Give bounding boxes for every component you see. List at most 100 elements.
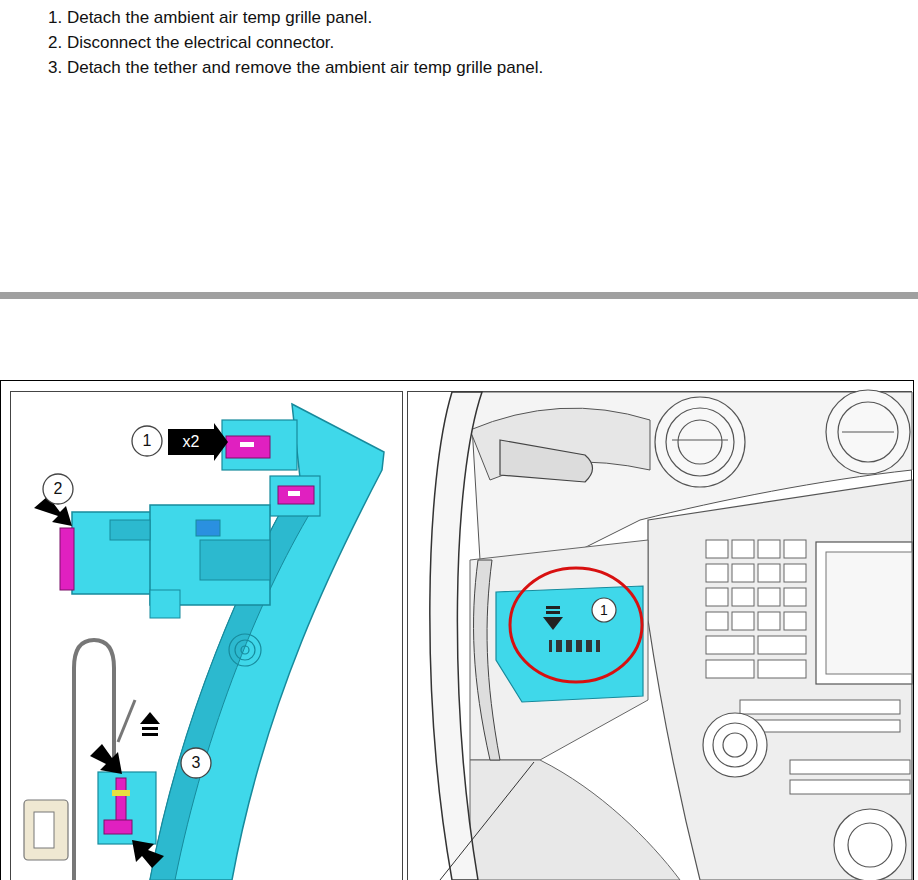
dashboard-view xyxy=(826,552,912,674)
air-vent xyxy=(678,420,722,464)
separator-rule xyxy=(0,292,918,299)
dashboard-view xyxy=(592,598,616,622)
air-vent xyxy=(826,390,910,474)
striped-arrow xyxy=(140,712,160,724)
dashboard-view xyxy=(816,542,912,684)
dashboard-view xyxy=(500,440,593,482)
dashboard-view xyxy=(440,762,534,880)
button-grid xyxy=(784,588,806,606)
direction-arrow xyxy=(90,744,122,774)
dashboard-view xyxy=(648,480,912,880)
control-knob xyxy=(713,723,757,767)
button-grid xyxy=(706,612,728,630)
grille-panel-detail xyxy=(200,540,270,580)
striped-arrow xyxy=(543,606,563,630)
panel-marking xyxy=(556,640,562,652)
figure-frame xyxy=(1,381,914,880)
grille-panel-detail xyxy=(150,590,180,618)
panel-marking xyxy=(576,640,582,652)
air-vent xyxy=(655,397,745,487)
button-grid xyxy=(732,588,754,606)
callout-number: 3 xyxy=(192,754,201,772)
button-grid xyxy=(784,564,806,582)
air-vent xyxy=(842,431,894,432)
button-grid xyxy=(758,540,780,558)
grille-panel-detail xyxy=(278,486,314,504)
vent-slots xyxy=(241,646,249,654)
dashboard-view xyxy=(496,586,643,702)
control-knob xyxy=(848,823,892,867)
control-knob xyxy=(703,713,767,777)
button-grid xyxy=(758,564,780,582)
panel-marking xyxy=(549,640,600,652)
grille-panel-detail xyxy=(110,520,150,540)
grille-panel-detail xyxy=(24,404,384,880)
instruction-step: 3. Detach the tether and remove the ambi… xyxy=(48,58,543,78)
button-grid xyxy=(706,540,910,794)
instruction-step: 1. Detach the ambient air temp grille pa… xyxy=(48,8,372,28)
instruction-step: 2. Disconnect the electrical connector. xyxy=(48,33,334,53)
separator-rule xyxy=(0,292,918,299)
dashboard-view xyxy=(470,540,648,760)
grille-panel-detail xyxy=(118,700,135,742)
grille-panel-detail xyxy=(43,474,73,504)
button-grid xyxy=(706,564,728,582)
control-knob xyxy=(723,733,747,757)
grille-panel-detail xyxy=(181,748,211,778)
striped-arrow xyxy=(140,712,160,736)
grille-panel-detail xyxy=(34,812,54,848)
quantity-label: x2 xyxy=(183,433,200,451)
air-vent xyxy=(838,402,898,462)
direction-arrow xyxy=(132,840,164,868)
button-grid xyxy=(706,588,728,606)
grille-panel-detail xyxy=(112,790,130,796)
button-grid xyxy=(732,540,754,558)
button-grid xyxy=(784,540,806,558)
grille-panel-detail xyxy=(150,478,318,880)
panel-marking xyxy=(549,640,552,652)
figure-frame xyxy=(408,392,912,880)
button-grid xyxy=(790,760,910,774)
vent-slots xyxy=(235,640,255,660)
button-grid xyxy=(758,660,806,678)
button-grid xyxy=(784,612,806,630)
grille-panel-detail xyxy=(98,772,156,844)
dashboard-view xyxy=(470,760,680,880)
panel-marking xyxy=(596,640,600,652)
striped-arrow xyxy=(546,611,560,614)
control-knob xyxy=(703,713,906,880)
grille-panel-detail xyxy=(150,404,384,880)
callout-number: 2 xyxy=(54,480,63,498)
air-vent xyxy=(672,439,728,440)
striped-arrow xyxy=(546,606,560,609)
button-grid xyxy=(790,780,910,794)
direction-arrow xyxy=(168,423,228,461)
button-grid xyxy=(706,636,754,654)
dashboard-view xyxy=(510,568,642,682)
figure-frame xyxy=(1,381,914,880)
air-vent xyxy=(655,390,910,487)
figure-frame xyxy=(11,392,403,880)
button-grid xyxy=(706,540,728,558)
grille-panel-detail xyxy=(196,520,220,536)
direction-arrow xyxy=(34,423,228,868)
striped-arrow xyxy=(142,733,158,736)
button-grid xyxy=(706,660,754,678)
dashboard-view xyxy=(474,560,500,760)
grille-panel-detail xyxy=(60,528,74,590)
vent-slots xyxy=(229,634,261,666)
button-grid xyxy=(732,612,754,630)
striped-arrow xyxy=(142,727,158,730)
grille-panel-detail xyxy=(240,442,254,447)
panel-marking xyxy=(566,640,572,652)
callout-number: 1 xyxy=(600,602,608,618)
grille-panel-detail xyxy=(132,426,162,456)
panel-marking xyxy=(586,640,592,652)
grille-panel-detail xyxy=(222,420,297,470)
striped-arrow xyxy=(543,617,563,630)
button-grid xyxy=(732,564,754,582)
air-vent xyxy=(666,408,734,476)
vent-slots xyxy=(229,634,261,666)
button-grid xyxy=(758,636,806,654)
